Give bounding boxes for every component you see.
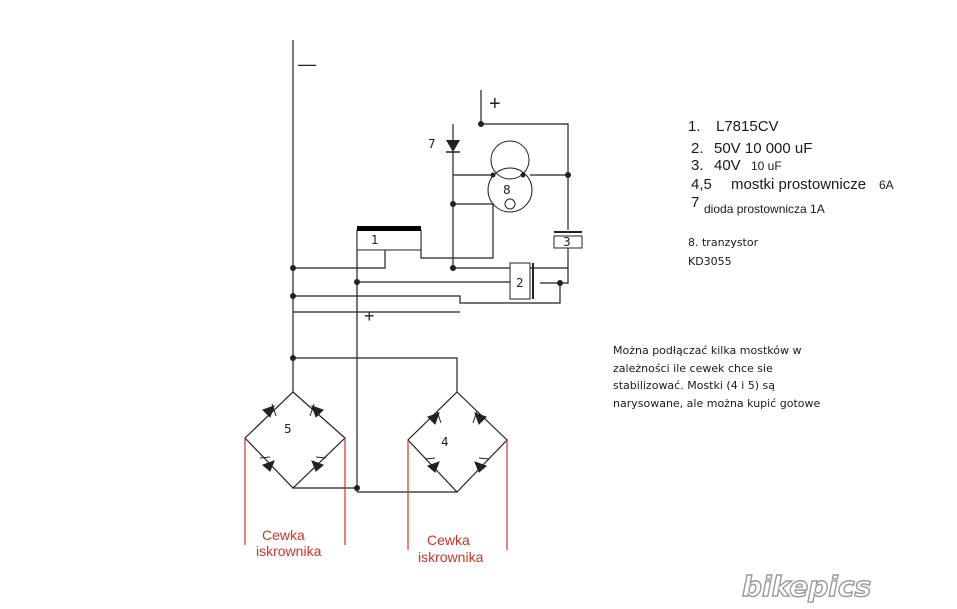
watermark-logo: bikepics xyxy=(742,570,871,603)
legend-text-3: 40V xyxy=(714,157,741,174)
label-component-7: 7 xyxy=(428,137,436,151)
legend-num-2: 2. xyxy=(691,140,704,157)
diode-icon xyxy=(427,461,440,473)
legend-num-3: 3. xyxy=(691,157,704,174)
positive-sign-top: + xyxy=(489,93,501,115)
bridge-5-diodes xyxy=(259,403,327,472)
legend-small-4: 6A xyxy=(879,178,894,192)
legend-num-1: 1. xyxy=(688,118,701,135)
note-line-4: narysowane, ale można kupić gotowe xyxy=(613,397,821,410)
note-line-2: zależności ile cewek chce sie xyxy=(613,362,773,375)
junctions xyxy=(290,121,571,491)
legend-text-2: 50V 10 000 uF xyxy=(714,140,812,157)
diode-icon xyxy=(311,405,324,418)
legend-small-3: 10 uF xyxy=(751,159,782,173)
diode-icon xyxy=(262,460,275,472)
positive-sign-mid: + xyxy=(364,306,375,326)
legend-transistor-1: 8. tranzystor xyxy=(688,236,759,249)
coil-right-line1: Cewka xyxy=(427,532,470,548)
diode-icon xyxy=(427,412,440,425)
legend-num-7: 7 xyxy=(691,194,699,211)
label-component-5: 5 xyxy=(284,422,292,436)
coil-leads xyxy=(244,438,508,550)
diode-icon xyxy=(474,412,487,425)
note-line-1: Można podłączać kilka mostków w xyxy=(613,344,801,357)
legend-num-4: 4,5 xyxy=(691,176,712,193)
negative-sign: — xyxy=(298,54,316,74)
diode-icon xyxy=(262,405,275,418)
legend-transistor-2: KD3055 xyxy=(688,255,732,268)
wires xyxy=(244,40,569,493)
label-component-1: 1 xyxy=(371,233,379,247)
label-component-2: 2 xyxy=(516,276,524,290)
regulator-1 xyxy=(356,226,422,251)
coil-left-line1: Cewka xyxy=(262,527,305,543)
transistor-8 xyxy=(487,140,533,213)
label-component-8: 8 xyxy=(503,183,511,197)
diode-icon xyxy=(474,461,487,473)
legend-text-4: mostki prostownicze xyxy=(731,176,866,193)
coil-right-line2: iskrownika xyxy=(418,549,484,565)
capacitor-2 xyxy=(509,262,534,300)
note-line-3: stabilizować. Mostki (4 i 5) są xyxy=(613,379,775,392)
diode-icon xyxy=(311,460,324,472)
label-component-4: 4 xyxy=(441,435,449,449)
note: Można podłączać kilka mostków w zależnoś… xyxy=(613,344,821,410)
capacitor-3 xyxy=(553,231,583,249)
legend-small-7: dioda prostownicza 1A xyxy=(704,202,825,216)
diode-7 xyxy=(446,140,460,153)
legend: 1. L7815CV 2. 50V 10 000 uF 3. 40V 10 uF… xyxy=(688,118,894,268)
legend-text-1: L7815CV xyxy=(716,118,779,135)
coil-left-line2: iskrownika xyxy=(256,543,322,559)
label-component-3: 3 xyxy=(563,235,571,249)
bridge-4-diodes xyxy=(424,410,490,473)
